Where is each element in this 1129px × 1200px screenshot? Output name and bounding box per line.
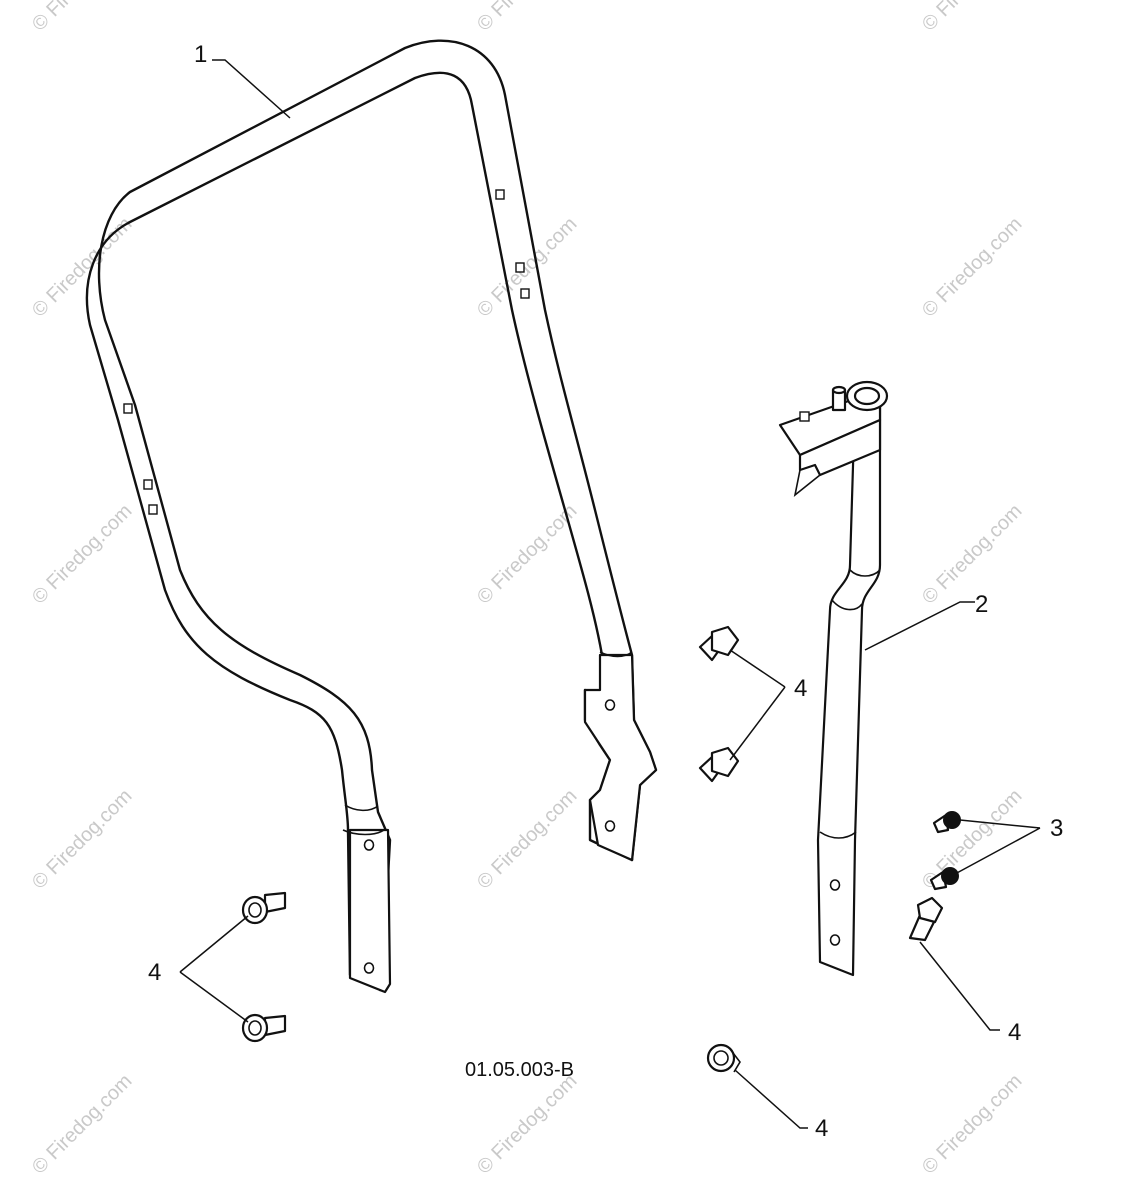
callout-2: 2 [975, 591, 988, 618]
watermark: © Firedog.com [28, 785, 137, 894]
mounting-hole [363, 839, 375, 851]
mounting-hole [604, 820, 616, 832]
watermark: © Firedog.com [918, 500, 1027, 609]
watermark-layer: © Firedog.com © Firedog.com © Firedog.co… [28, 0, 1027, 1179]
callout-4: 4 [815, 1115, 828, 1142]
callout-4: 4 [794, 675, 807, 702]
support-bar-part-2 [778, 380, 889, 977]
bolt-icon [908, 896, 944, 942]
watermark: © Firedog.com [473, 785, 582, 894]
nut-icon [706, 1043, 741, 1073]
bolt-icon [698, 746, 740, 783]
handle-frame-part-1 [85, 39, 658, 994]
figure-code: 01.05.003-B [465, 1059, 574, 1081]
mounting-hole [363, 962, 375, 974]
callout-4: 4 [148, 959, 161, 986]
watermark: © Firedog.com [28, 1070, 137, 1179]
callout-3: 3 [1050, 815, 1063, 842]
watermark: © Firedog.com [28, 500, 137, 609]
mounting-hole [829, 879, 841, 891]
screw-icon [929, 867, 959, 891]
watermark: © Firedog.com [28, 0, 137, 36]
watermark: © Firedog.com [473, 213, 582, 322]
watermark: © Firedog.com [473, 0, 582, 36]
bolt-icon [241, 1013, 287, 1043]
mounting-hole [829, 934, 841, 946]
watermark: © Firedog.com [473, 1070, 582, 1179]
mounting-hole [604, 699, 616, 711]
watermark: © Firedog.com [918, 213, 1027, 322]
watermark: © Firedog.com [918, 0, 1027, 36]
leader-lines [179, 59, 1041, 1129]
watermark: © Firedog.com [918, 1070, 1027, 1179]
watermark: © Firedog.com [473, 500, 582, 609]
bolt-icon [698, 625, 740, 662]
callout-1: 1 [194, 41, 207, 68]
screw-icon [932, 811, 961, 834]
bolt-icon [241, 891, 287, 925]
callout-4: 4 [1008, 1019, 1021, 1046]
